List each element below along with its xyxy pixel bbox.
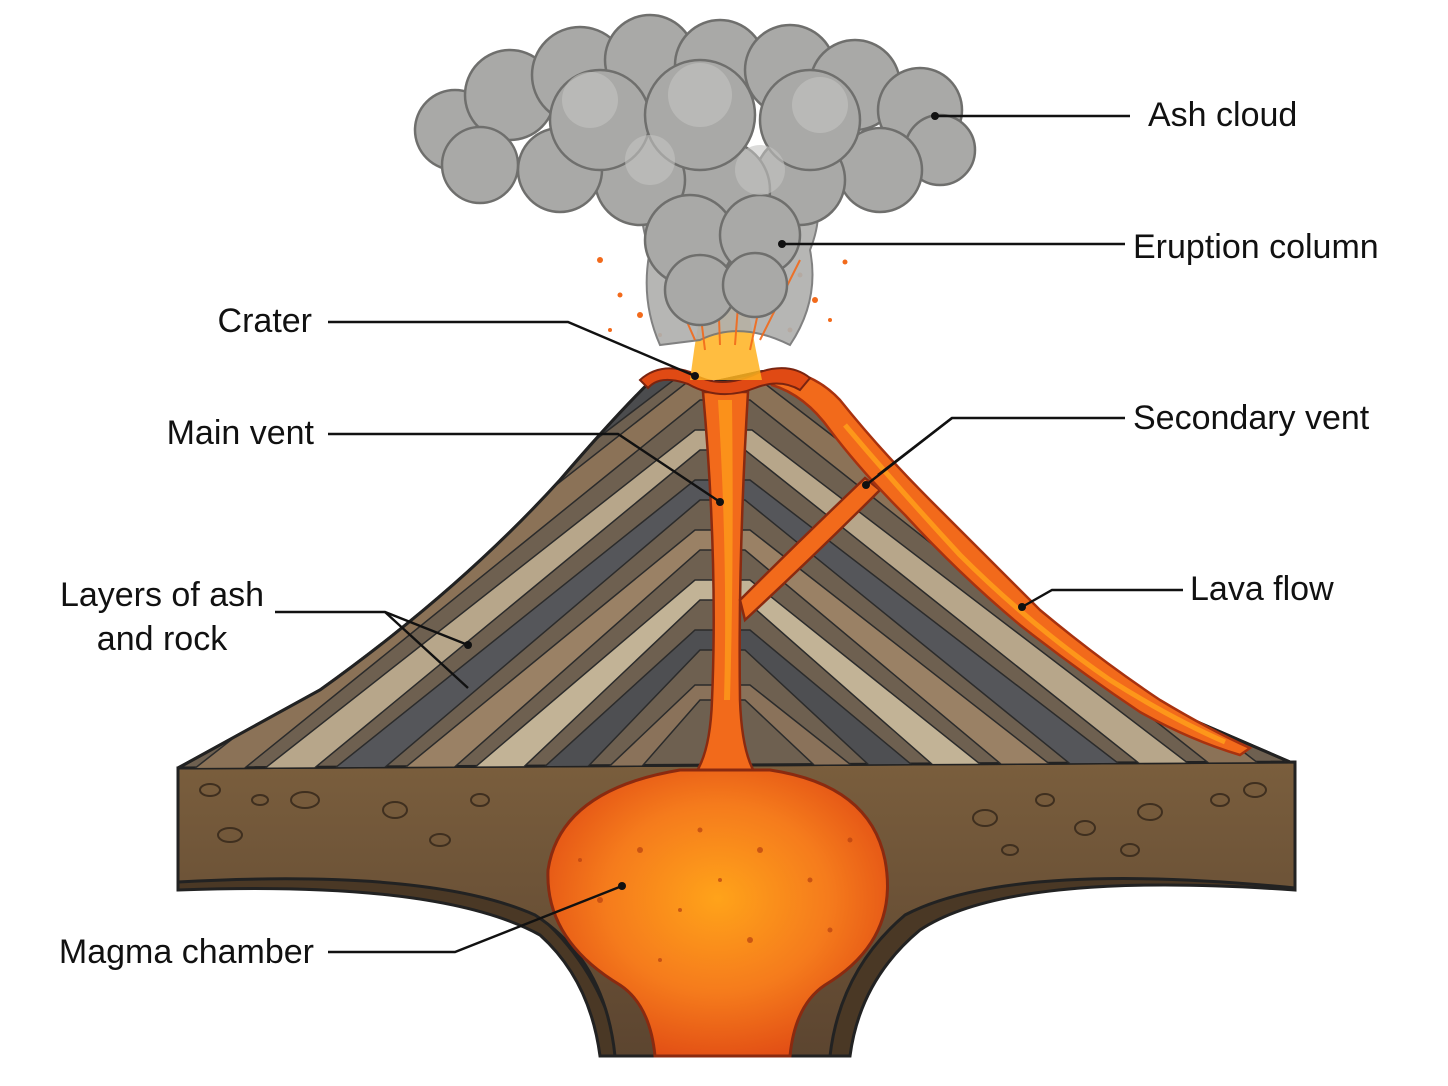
- label-layers-line1: Layers of ash: [60, 576, 264, 614]
- ground-pebbles: [199, 782, 1267, 857]
- label-magma-chamber: Magma chamber: [59, 933, 314, 971]
- label-secondary-vent: Secondary vent: [1133, 399, 1370, 437]
- label-main-vent: Main vent: [167, 414, 315, 452]
- magma-specks: [578, 827, 853, 962]
- magma-chamber: [546, 768, 889, 1058]
- ash-cloud: [413, 13, 977, 327]
- label-lava-flow: Lava flow: [1190, 570, 1334, 608]
- leader-magma-chamber: [328, 884, 623, 954]
- label-layers-line2: and rock: [97, 620, 228, 658]
- leader-main-vent: [328, 432, 721, 503]
- leader-lava-flow: [1021, 588, 1183, 609]
- label-ash-cloud: Ash cloud: [1148, 96, 1297, 134]
- crater-rim: [638, 367, 812, 396]
- label-crater: Crater: [218, 302, 312, 340]
- leader-lines: [275, 112, 1183, 954]
- leader-crater: [328, 320, 696, 378]
- label-eruption-column: Eruption column: [1133, 228, 1379, 266]
